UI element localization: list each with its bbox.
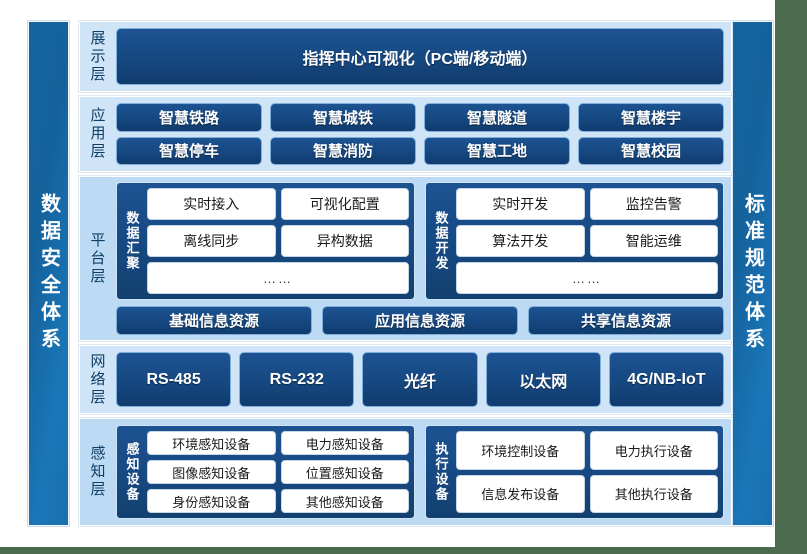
- sensing-cell-power-sensor[interactable]: 电力感知设备: [280, 431, 409, 455]
- platform-group-development-title: 数据开发: [431, 188, 451, 294]
- layer-sensing: 感知层 感知设备 环境感知设备 电力感知设备 图像感知设备 位置感知设备 身份感…: [79, 418, 732, 526]
- sensing-cell-image-sensor[interactable]: 图像感知设备: [147, 460, 276, 484]
- display-banner[interactable]: 指挥中心可视化（PC端/移动端）: [116, 28, 724, 85]
- platform-development-cells: 实时开发 监控告警 算法开发 智能运维 ……: [456, 188, 718, 294]
- pillar-standards: 标准规范体系: [732, 21, 773, 526]
- app-item-smart-metro[interactable]: 智慧城铁: [270, 103, 416, 132]
- platform-cell-algorithm-dev[interactable]: 算法开发: [456, 225, 585, 257]
- network-item-4g-nbiot[interactable]: 4G/NB-IoT: [608, 352, 724, 407]
- platform-group-aggregation-title-text: 数据汇聚: [124, 211, 140, 271]
- sensing-group-actuation-title: 执行设备: [431, 431, 451, 513]
- layer-platform-body: 数据汇聚 实时接入 可视化配置 离线同步 异构数据 …… 数据开发: [114, 177, 731, 340]
- sensing-group-perception-devices: 感知设备 环境感知设备 电力感知设备 图像感知设备 位置感知设备 身份感知设备 …: [116, 425, 415, 519]
- platform-cell-smart-ops[interactable]: 智能运维: [589, 225, 718, 257]
- app-item-smart-railway[interactable]: 智慧铁路: [116, 103, 262, 132]
- diagram-canvas: 数据安全体系 标准规范体系 展示层 指挥中心可视化（PC端/移动端） 应用层 智…: [0, 0, 775, 547]
- sensing-cell-info-publish[interactable]: 信息发布设备: [456, 474, 585, 513]
- platform-cell-heterogeneous-data[interactable]: 异构数据: [280, 225, 409, 257]
- platform-group-data-aggregation: 数据汇聚 实时接入 可视化配置 离线同步 异构数据 ……: [116, 182, 415, 300]
- app-item-smart-campus[interactable]: 智慧校园: [578, 136, 724, 165]
- sensing-cell-location-sensor[interactable]: 位置感知设备: [280, 460, 409, 484]
- app-item-smart-building[interactable]: 智慧楼宇: [578, 103, 724, 132]
- sensing-group-actuation-devices: 执行设备 环境控制设备 电力执行设备 信息发布设备 其他执行设备: [425, 425, 724, 519]
- layer-display-label: 展示层: [80, 22, 114, 91]
- layer-application-body: 智慧铁路 智慧城铁 智慧隧道 智慧楼宇 智慧停车 智慧消防 智慧工地 智慧校园: [114, 97, 731, 171]
- sensing-perception-cells: 环境感知设备 电力感知设备 图像感知设备 位置感知设备 身份感知设备 其他感知设…: [147, 431, 409, 513]
- app-item-smart-construction[interactable]: 智慧工地: [424, 136, 570, 165]
- platform-cell-development-more[interactable]: ……: [456, 262, 718, 294]
- platform-cell-visual-config[interactable]: 可视化配置: [280, 188, 409, 220]
- layer-platform-label-text: 平台层: [88, 231, 106, 286]
- app-item-smart-parking[interactable]: 智慧停车: [116, 136, 262, 165]
- layer-sensing-label-text: 感知层: [88, 445, 106, 499]
- app-item-smart-firefighting[interactable]: 智慧消防: [270, 136, 416, 165]
- layer-network-label-text: 网络层: [88, 352, 106, 407]
- layer-network-body: RS-485 RS-232 光纤 以太网 4G/NB-IoT: [114, 346, 731, 413]
- platform-resource-application[interactable]: 应用信息资源: [322, 306, 518, 335]
- sensing-group-actuation-title-text: 执行设备: [433, 442, 449, 502]
- layer-display: 展示层 指挥中心可视化（PC端/移动端）: [79, 21, 732, 92]
- platform-resource-basic[interactable]: 基础信息资源: [116, 306, 312, 335]
- sensing-cell-other-actuator[interactable]: 其他执行设备: [589, 474, 718, 513]
- pillar-right-label: 标准规范体系: [741, 192, 764, 355]
- sensing-group-perception-title: 感知设备: [122, 431, 142, 513]
- app-item-smart-tunnel[interactable]: 智慧隧道: [424, 103, 570, 132]
- network-item-ethernet[interactable]: 以太网: [485, 352, 601, 407]
- platform-cell-monitor-alarm[interactable]: 监控告警: [589, 188, 718, 220]
- platform-resources: 基础信息资源 应用信息资源 共享信息资源: [116, 306, 724, 335]
- layer-application: 应用层 智慧铁路 智慧城铁 智慧隧道 智慧楼宇 智慧停车 智慧消防 智慧工地 智…: [79, 96, 732, 172]
- layer-platform: 平台层 数据汇聚 实时接入 可视化配置 离线同步 异构数据 ……: [79, 176, 732, 341]
- platform-aggregation-cells: 实时接入 可视化配置 离线同步 异构数据 ……: [147, 188, 409, 294]
- platform-group-aggregation-title: 数据汇聚: [122, 188, 142, 294]
- network-item-rs232[interactable]: RS-232: [239, 352, 355, 407]
- layer-sensing-body: 感知设备 环境感知设备 电力感知设备 图像感知设备 位置感知设备 身份感知设备 …: [114, 419, 731, 525]
- pillar-left-label: 数据安全体系: [37, 192, 60, 355]
- network-grid: RS-485 RS-232 光纤 以太网 4G/NB-IoT: [116, 352, 724, 407]
- layer-application-label-text: 应用层: [88, 107, 106, 161]
- sensing-actuation-cells: 环境控制设备 电力执行设备 信息发布设备 其他执行设备: [456, 431, 718, 513]
- layer-application-label: 应用层: [80, 97, 114, 171]
- sensing-cell-identity-sensor[interactable]: 身份感知设备: [147, 489, 276, 513]
- platform-group-data-development: 数据开发 实时开发 监控告警 算法开发 智能运维 ……: [425, 182, 724, 300]
- layer-platform-label: 平台层: [80, 177, 114, 340]
- platform-cell-offline-sync[interactable]: 离线同步: [147, 225, 276, 257]
- layer-display-body: 指挥中心可视化（PC端/移动端）: [114, 22, 731, 91]
- sensing-cell-environment-sensor[interactable]: 环境感知设备: [147, 431, 276, 455]
- sensing-cell-other-sensor[interactable]: 其他感知设备: [280, 489, 409, 513]
- platform-cell-realtime-ingest[interactable]: 实时接入: [147, 188, 276, 220]
- sensing-cell-power-actuator[interactable]: 电力执行设备: [589, 431, 718, 470]
- application-grid: 智慧铁路 智慧城铁 智慧隧道 智慧楼宇 智慧停车 智慧消防 智慧工地 智慧校园: [116, 103, 724, 165]
- platform-resource-shared[interactable]: 共享信息资源: [528, 306, 724, 335]
- layer-display-label-text: 展示层: [88, 29, 106, 84]
- platform-groups: 数据汇聚 实时接入 可视化配置 离线同步 异构数据 …… 数据开发: [116, 182, 724, 300]
- layer-sensing-label: 感知层: [80, 419, 114, 525]
- platform-cell-realtime-dev[interactable]: 实时开发: [456, 188, 585, 220]
- sensing-group-perception-title-text: 感知设备: [124, 442, 140, 502]
- pillar-data-security: 数据安全体系: [28, 21, 69, 526]
- platform-group-development-title-text: 数据开发: [433, 211, 449, 271]
- sensing-cell-environment-control[interactable]: 环境控制设备: [456, 431, 585, 470]
- network-item-fiber[interactable]: 光纤: [362, 352, 478, 407]
- platform-cell-aggregation-more[interactable]: ……: [147, 262, 409, 294]
- network-item-rs485[interactable]: RS-485: [116, 352, 232, 407]
- layer-network-label: 网络层: [80, 346, 114, 413]
- layer-network: 网络层 RS-485 RS-232 光纤 以太网 4G/NB-IoT: [79, 345, 732, 414]
